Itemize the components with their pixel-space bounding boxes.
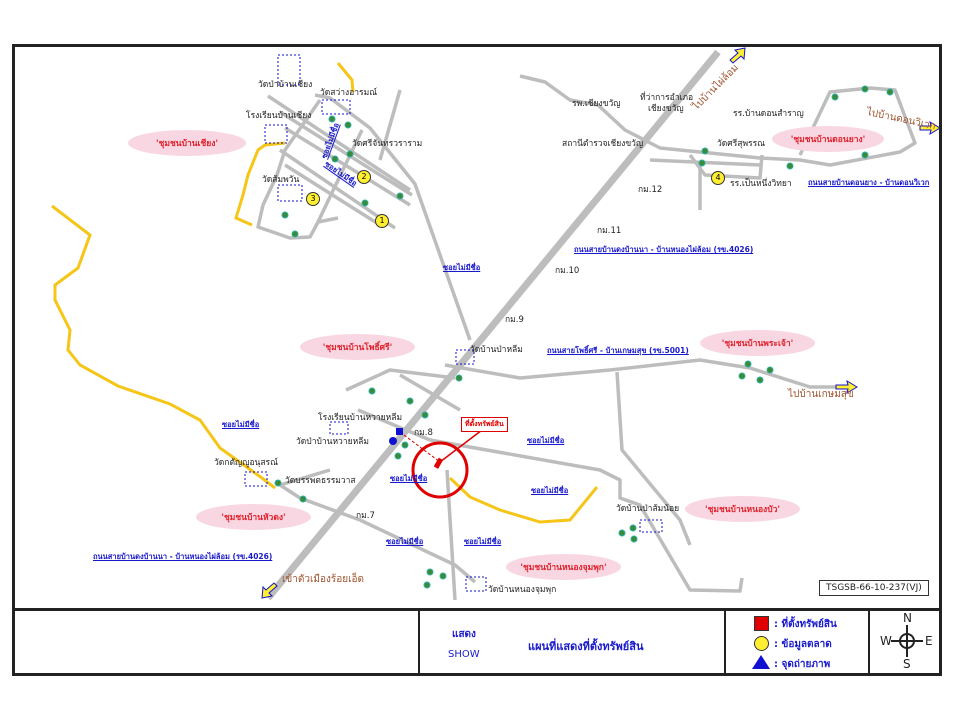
place-label: วัดกตัญญูอนุสรณ์: [214, 458, 278, 468]
place-label: วัดป่าบ้านเชียง: [258, 80, 313, 90]
compass-e: E: [925, 634, 933, 648]
road-label[interactable]: ซอยไม่มีชื่อ: [443, 263, 481, 272]
place-label: วัดบ้านป่าหลีม: [470, 345, 523, 355]
place-label: โรงเรียนบ้านเชียง: [246, 111, 312, 121]
road-label[interactable]: ถนนสายบ้านดงบ้านนา - บ้านหนองไผ่ล้อม (รข…: [93, 552, 273, 561]
legend-bar: แสดง SHOW แผนที่แสดงที่ตั้งทรัพย์สิน : ท…: [12, 608, 942, 676]
place-label: วัดบรรพตธรรมวาส: [285, 476, 356, 486]
km-marker: กม.7: [356, 511, 375, 521]
community-label: 'ชุมชนบ้านพระเจ้า': [700, 330, 815, 356]
road-label[interactable]: ซอยไม่มีชื่อ: [464, 537, 502, 546]
community-label: 'ชุมชนบ้านหัวดง': [196, 504, 311, 530]
arrow-northeast-icon: [729, 47, 746, 64]
market-marker: 4: [711, 171, 725, 185]
community-label: 'ชุมชนบ้านเชียง': [128, 130, 246, 156]
market-marker: 3: [306, 192, 320, 206]
place-label: โรงเรียนบ้านหวายหลีม: [318, 413, 403, 423]
local-roads: [256, 74, 917, 601]
km-marker: กม.9: [505, 315, 524, 325]
km-marker: กม.11: [597, 226, 622, 236]
direction-label: ไปบ้านเกษมสุข: [788, 389, 854, 400]
place-label: วัดส้มพวัน: [262, 175, 300, 185]
photo-point-icon: [752, 655, 770, 669]
temple-icons: [244, 54, 663, 592]
tree-icons: [274, 85, 894, 589]
legend-item: : ข้อมูลตลาด: [774, 639, 832, 650]
place-label: รพ.เชียงขวัญ: [572, 99, 621, 109]
km-marker: กม.12: [638, 185, 663, 195]
place-label: วัดสว่างอารมณ์: [320, 88, 378, 98]
road-label[interactable]: ซอยไม่มีชื่อ: [222, 420, 260, 429]
arrow-southwest-icon: [261, 582, 278, 599]
place-label: วัดศรีสุพรรณ: [717, 139, 766, 149]
property-marker: [399, 429, 483, 499]
place-label: ที่ว่าการอำเภอ: [640, 93, 694, 103]
community-label: 'ชุมชนบ้านหนองจุมพุก': [506, 554, 621, 580]
compass-icon: N S W E: [874, 611, 940, 675]
legend-show-th: แสดง: [452, 629, 476, 640]
place-label: เชียงขวัญ: [648, 104, 684, 114]
arrow-east-icon: [919, 120, 941, 136]
direction-arrows: [261, 47, 941, 599]
place-label: วัดป่าบ้านหวายหลีม: [296, 437, 369, 447]
main-highway: [265, 49, 721, 601]
km-marker: กม.8: [414, 428, 433, 438]
map-code: TSGSB-66-10-237(VJ): [819, 580, 929, 596]
market-marker: 2: [357, 170, 371, 184]
community-label: 'ชุมชนบ้านโพธิ์ศรี': [300, 334, 415, 360]
compass-w: W: [880, 634, 892, 648]
compass-n: N: [903, 611, 912, 625]
place-label: วัดบ้านป่าส้มน้อย: [616, 504, 680, 514]
km-marker: กม.10: [555, 266, 580, 276]
photo-points: [389, 428, 403, 445]
map-canvas: [51, 47, 941, 601]
community-label: 'ชุมชนบ้านดอนยาง': [772, 126, 884, 152]
direction-label: เข้าตัวเมืองร้อยเอ็ด: [282, 574, 365, 585]
road-label[interactable]: ถนนสายบ้านดงบ้านนา - บ้านหนองไผ่ล้อม (รข…: [574, 245, 754, 254]
compass-s: S: [903, 657, 911, 671]
legend-title: แผนที่แสดงที่ตั้งทรัพย์สิน: [528, 640, 644, 653]
community-label: 'ชุมชนบ้านหนองบัว': [685, 496, 800, 522]
property-highlight-circle: [411, 441, 469, 499]
road-label[interactable]: ซอยไม่มีชื่อ: [390, 474, 428, 483]
legend-item: : จุดถ่ายภาพ: [774, 659, 831, 670]
legend-item: : ที่ตั้งทรัพย์สิน: [774, 619, 837, 630]
property-square-icon: [754, 616, 769, 631]
place-label: รร.บ้านดอนสำราญ: [733, 109, 804, 119]
boundary-lines: [51, 62, 599, 524]
road-label[interactable]: ถนนสายบ้านดอนยาง - บ้านดอนวิเวก: [808, 178, 930, 187]
road-label[interactable]: ซอยไม่มีชื่อ: [527, 436, 565, 445]
property-callout: ที่ตั้งทรัพย์สิน: [461, 417, 508, 432]
place-label: วัดบ้านหนองจุมพุก: [488, 585, 557, 595]
market-circle-icon: [754, 636, 769, 651]
map-frame: [12, 44, 942, 676]
place-label: รร.เป็นหนึ่งวิทยา: [730, 179, 792, 189]
legend-show-en: SHOW: [448, 649, 480, 660]
market-marker: 1: [375, 214, 389, 228]
place-label: วัดศรีจันทรวราราม: [352, 139, 423, 149]
road-label[interactable]: ซอยไม่มีชื่อ: [386, 537, 424, 546]
road-label[interactable]: ถนนสายโพธิ์ศรี - บ้านเกษมสุข (รข.5001): [547, 346, 689, 355]
road-label[interactable]: ซอยไม่มีชื่อ: [531, 486, 569, 495]
arrow-east-icon: [835, 379, 858, 395]
place-label: สถานีตำรวจเชียงขวัญ: [562, 139, 644, 149]
